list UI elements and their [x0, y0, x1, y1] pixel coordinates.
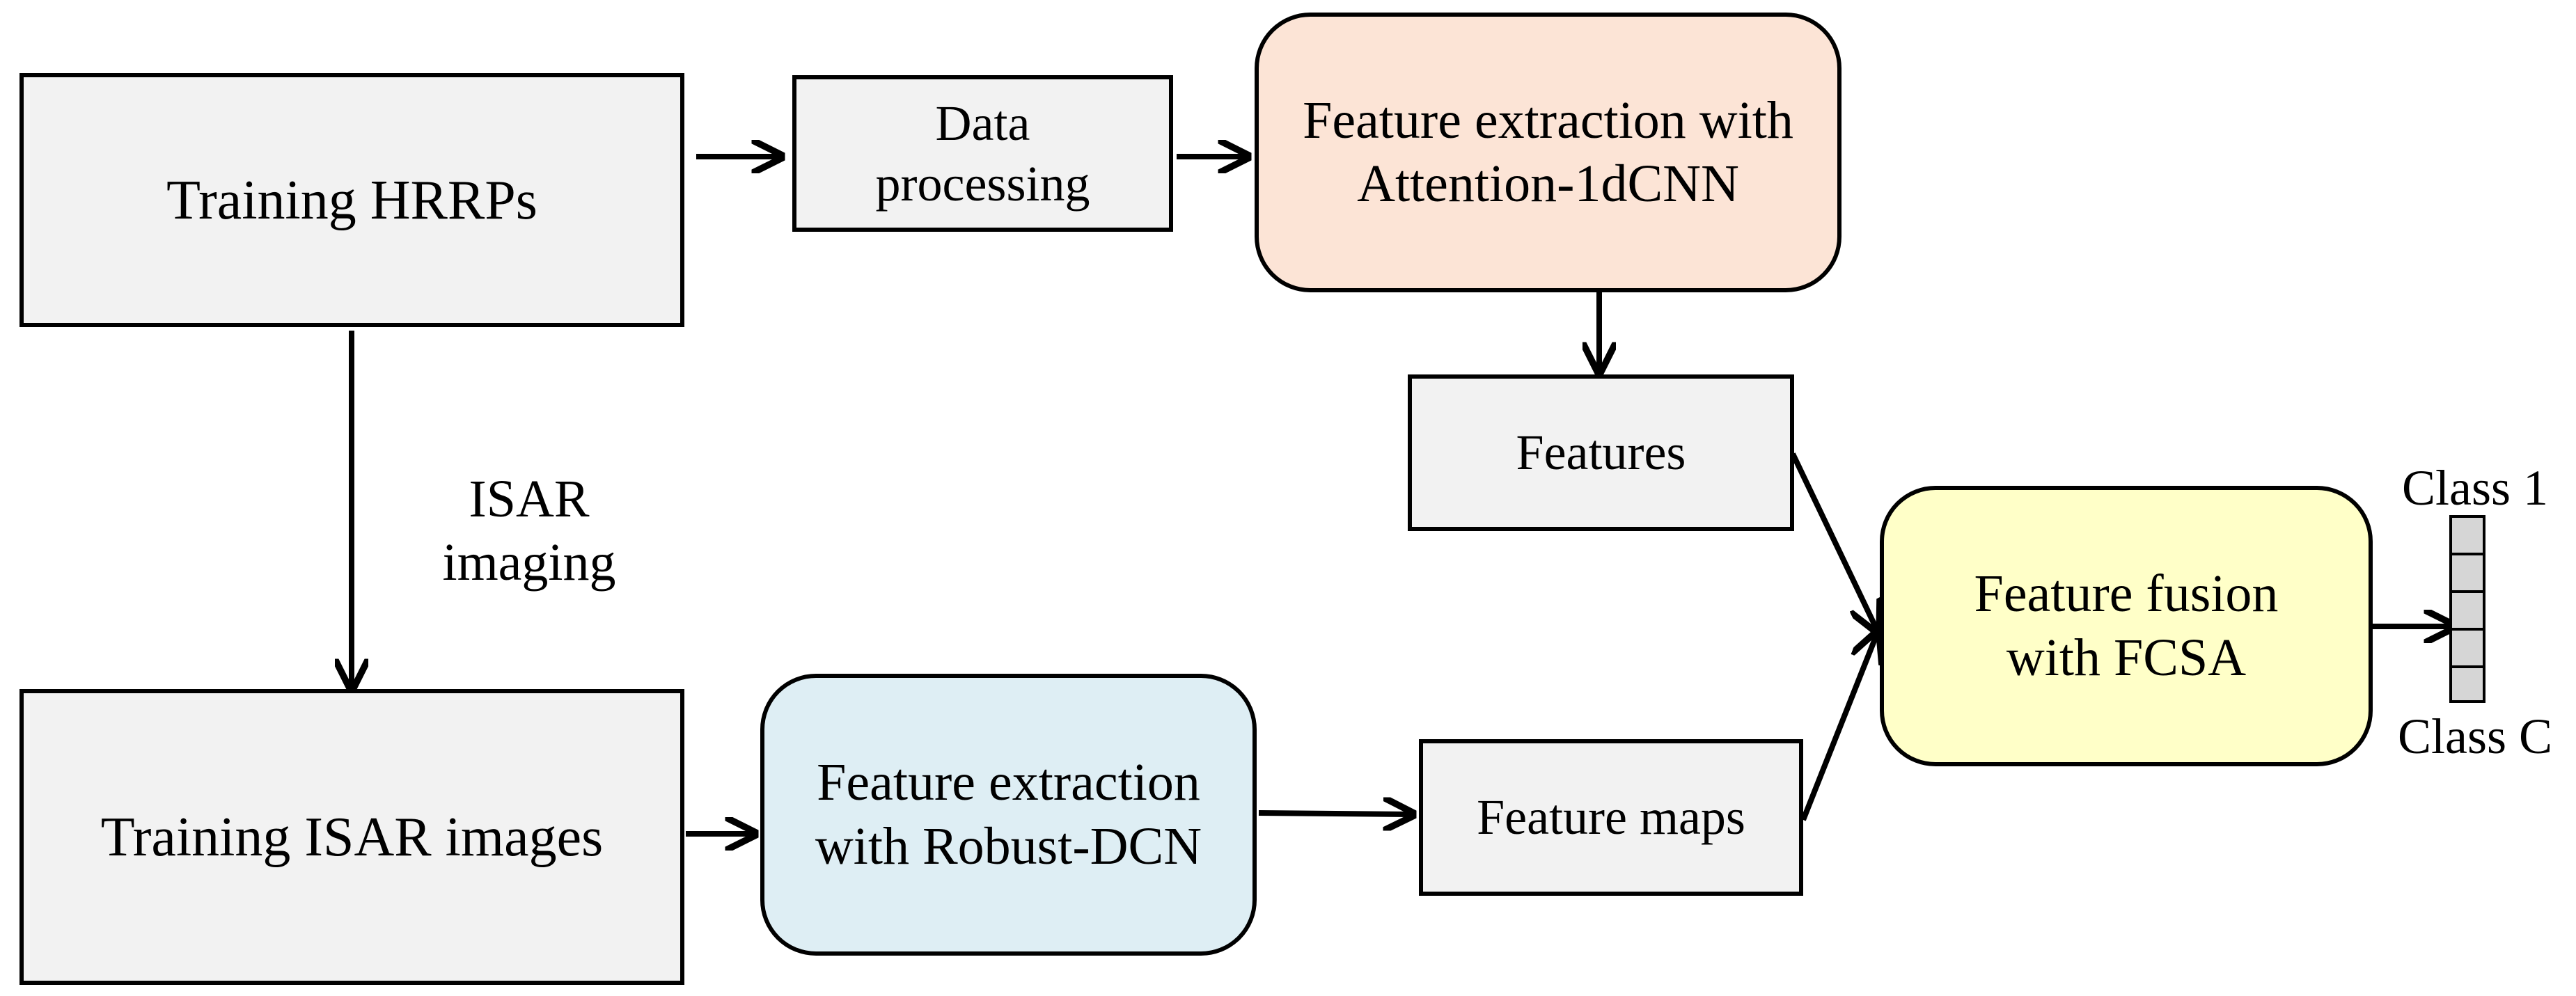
- training-hrrps-label: Training HRRPs: [166, 169, 537, 231]
- class-cell-5: [2449, 665, 2485, 703]
- training-hrrps-box: Training HRRPs: [19, 73, 684, 327]
- data-processing-box: Data processing: [792, 75, 1173, 232]
- arrow-robust-to-maps: [1258, 813, 1410, 814]
- attention-1dcnn-line-1: Feature extraction with: [1303, 90, 1793, 150]
- robust-dcn-line-2: with Robust-DCN: [815, 816, 1202, 876]
- features-box: Features: [1408, 374, 1794, 531]
- class-cell-3: [2449, 590, 2485, 631]
- class-1-text: Class 1: [2401, 460, 2549, 516]
- training-isar-box: Training ISAR images: [19, 689, 684, 985]
- class-cell-4: [2449, 628, 2485, 668]
- feature-maps-box: Feature maps: [1419, 739, 1803, 896]
- class-c-label: Class C: [2381, 706, 2569, 766]
- features-label: Features: [1516, 425, 1686, 481]
- data-processing-line-2: processing: [875, 155, 1090, 212]
- training-isar-label: Training ISAR images: [100, 806, 604, 868]
- isar-imaging-line-1: ISAR: [469, 470, 590, 528]
- fcsa-fusion-box: Feature fusion with FCSA: [1880, 486, 2373, 766]
- fcsa-fusion-line-2: with FCSA: [2006, 628, 2247, 687]
- attention-1dcnn-box: Feature extraction with Attention-1dCNN: [1255, 13, 1841, 292]
- robust-dcn-line-1: Feature extraction: [817, 753, 1200, 812]
- class-c-text: Class C: [2397, 709, 2553, 764]
- attention-1dcnn-line-2: Attention-1dCNN: [1357, 155, 1739, 213]
- robust-dcn-box: Feature extraction with Robust-DCN: [760, 674, 1257, 956]
- class-output-vector: [2449, 515, 2485, 703]
- isar-imaging-label: ISAR imaging: [390, 468, 668, 594]
- fcsa-fusion-line-1: Feature fusion: [1974, 564, 2279, 624]
- arrow-maps-to-fusion: [1800, 635, 1876, 821]
- arrow-features-to-fusion: [1790, 452, 1876, 629]
- class-cell-2: [2449, 553, 2485, 593]
- isar-imaging-line-2: imaging: [442, 533, 616, 592]
- class-cell-1: [2449, 515, 2485, 555]
- class-1-label: Class 1: [2381, 458, 2569, 518]
- data-processing-line-1: Data: [935, 95, 1030, 152]
- feature-maps-label: Feature maps: [1477, 789, 1745, 846]
